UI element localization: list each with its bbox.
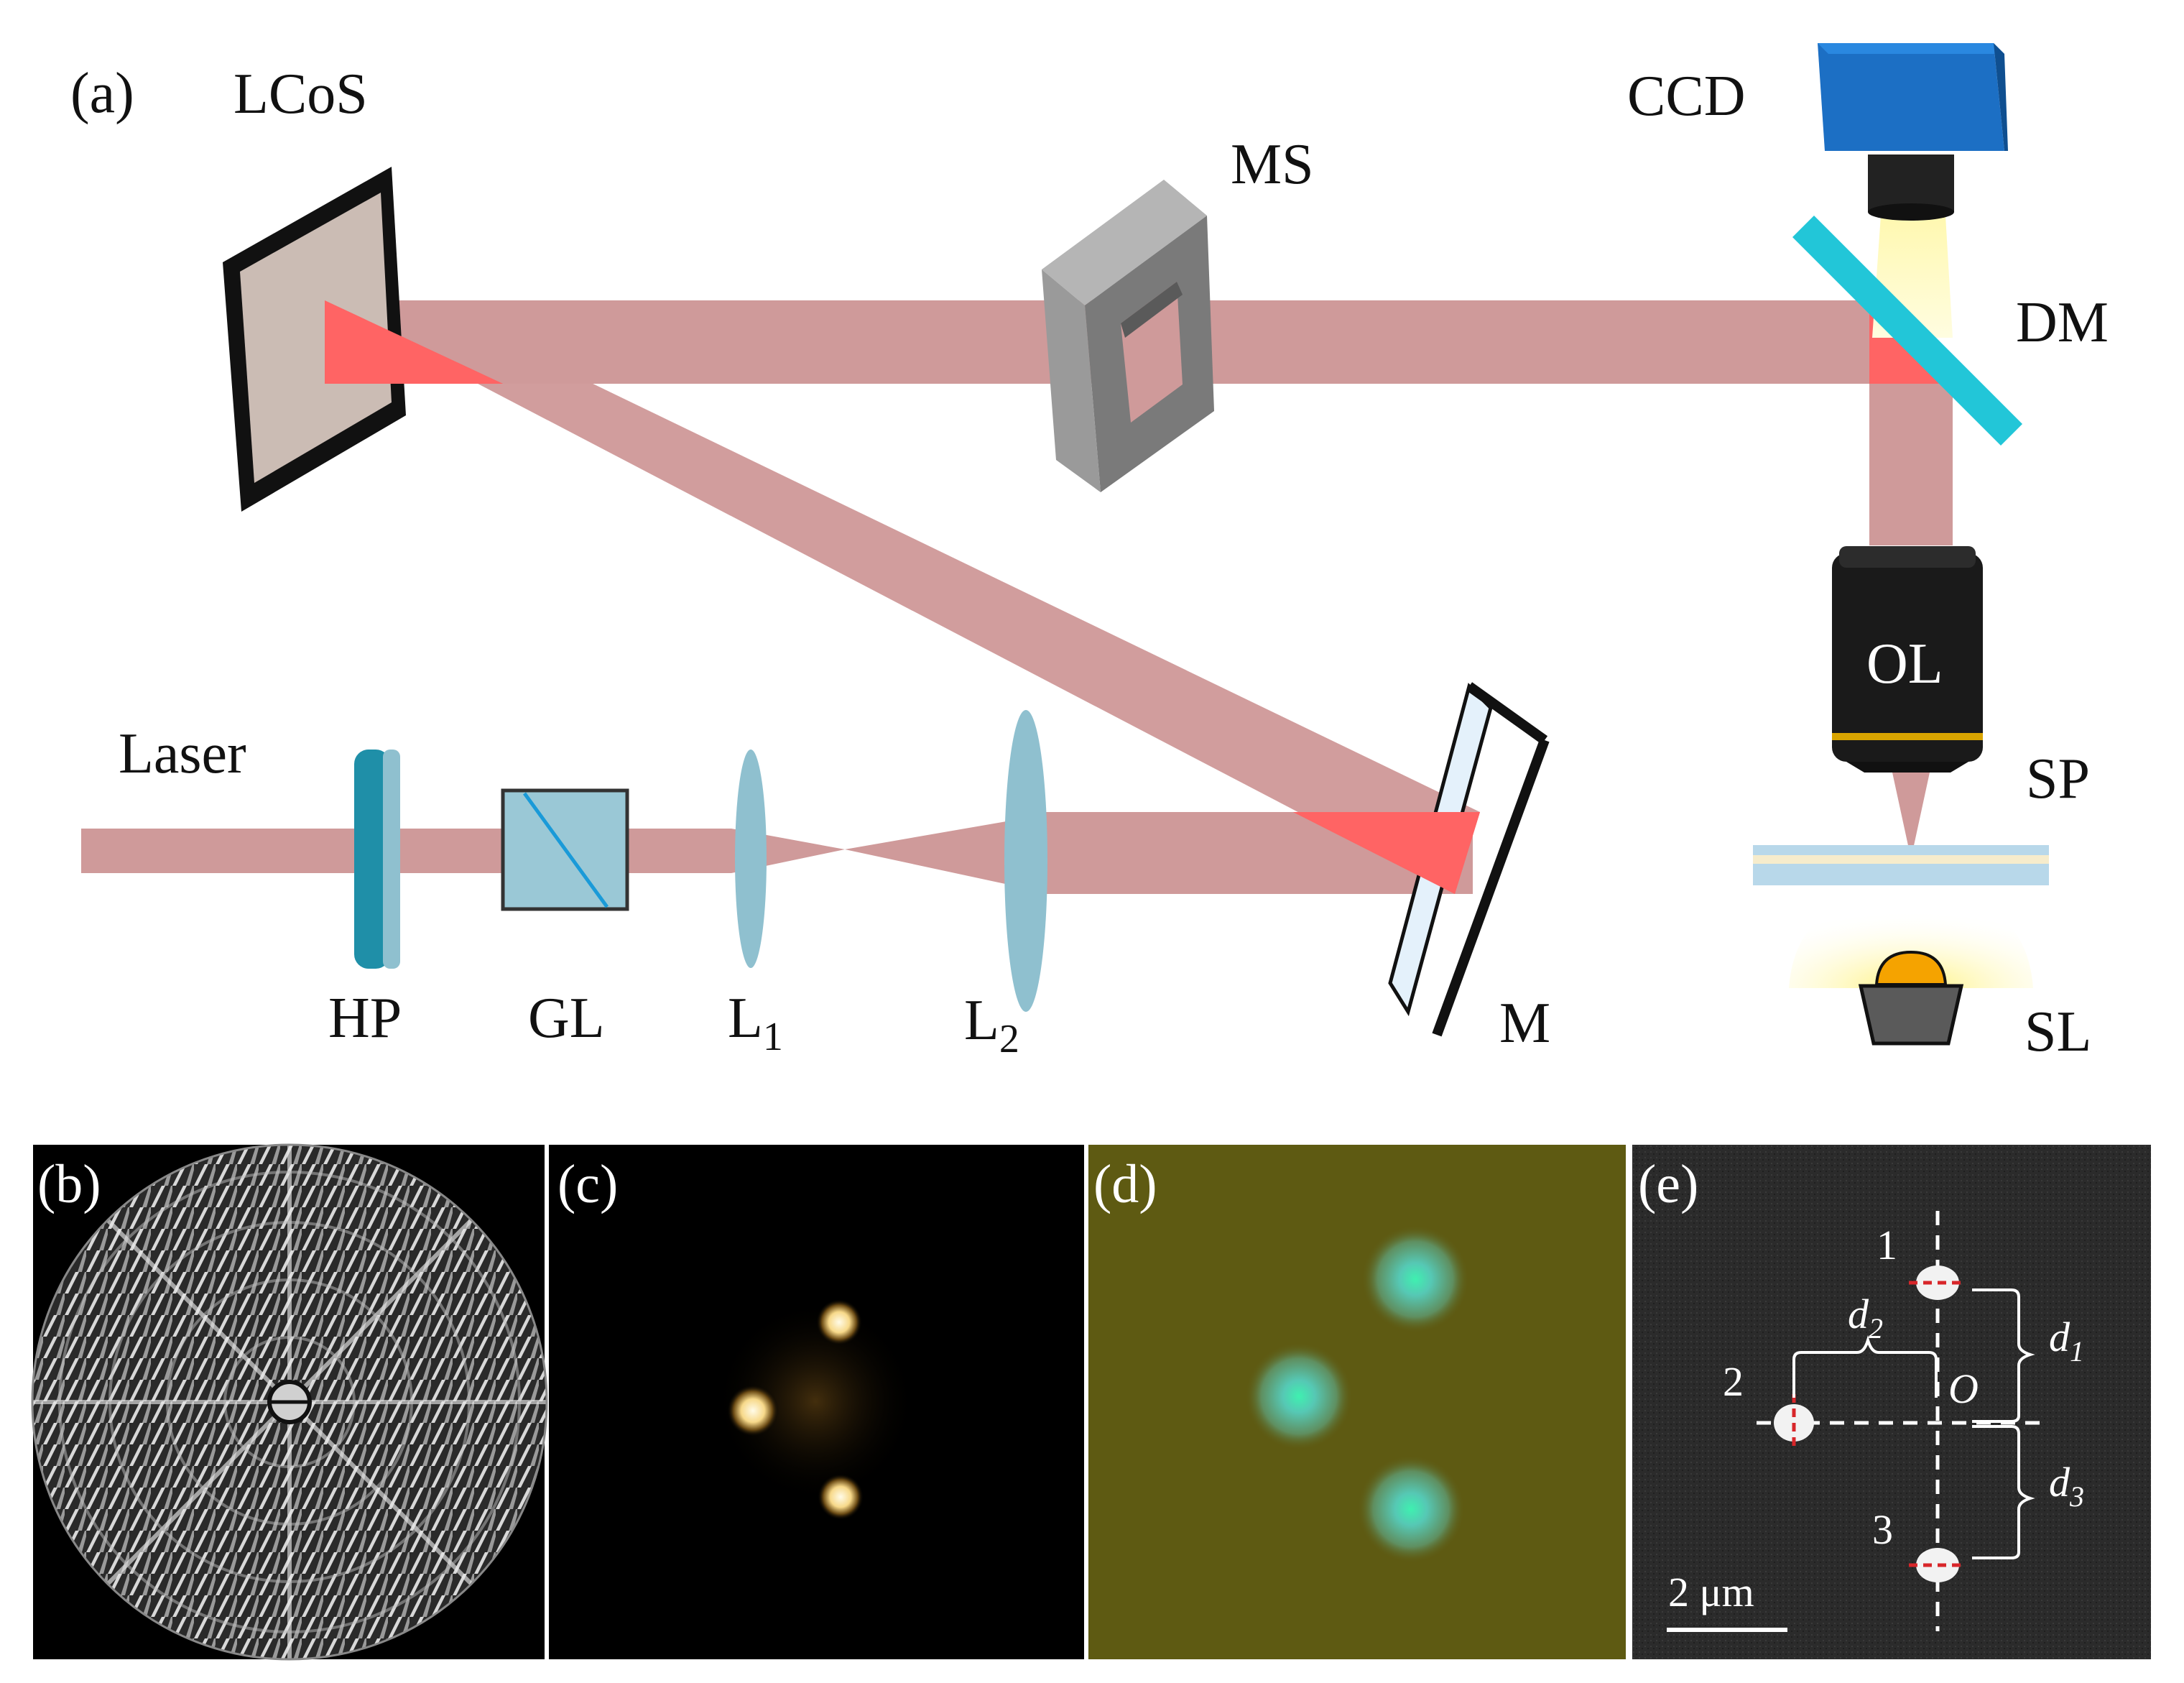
half-wave-plate <box>354 750 400 969</box>
label-dm: DM <box>2016 291 2109 354</box>
ccd-camera <box>1818 43 2008 338</box>
label-sp: SP <box>2026 747 2090 811</box>
lcos-device <box>223 167 406 512</box>
panel-b-tag: (b) <box>37 1154 101 1214</box>
label-d2: d2 <box>1848 1291 1883 1345</box>
beam-input <box>81 829 731 873</box>
label-lcos: LCoS <box>233 63 368 126</box>
panel-b-hologram: (b) <box>31 1143 548 1661</box>
source-light <box>1789 891 2033 1046</box>
ms-device <box>1042 180 1214 492</box>
label-l2: L2 <box>964 989 1019 1061</box>
panel-d-tag: (d) <box>1093 1154 1157 1214</box>
label-l1-sub: 1 <box>763 1015 783 1059</box>
label-ms: MS <box>1231 133 1314 196</box>
spot-c-2 <box>727 1385 779 1437</box>
brace-d1 <box>1972 1288 2035 1423</box>
label-spot-1: 1 <box>1877 1222 1897 1268</box>
label-ccd: CCD <box>1627 65 1746 128</box>
particle-1 <box>1909 1265 1966 1300</box>
beam-focus-sample <box>1892 773 1930 859</box>
glan-prism <box>501 788 629 911</box>
beam-dm-to-ol <box>1869 384 1953 545</box>
label-hp: HP <box>328 987 402 1050</box>
label-d3-sub: 3 <box>2069 1480 2084 1513</box>
spot-d-3 <box>1357 1455 1465 1563</box>
label-sl: SL <box>2025 1000 2091 1064</box>
brace-d2 <box>1792 1334 1938 1398</box>
sample-plate <box>1753 845 2049 885</box>
beam-expand-l2 <box>845 819 1019 887</box>
label-laser: Laser <box>119 722 246 785</box>
beam-hot-lcos-overlay <box>325 300 503 384</box>
label-spot-2: 2 <box>1723 1358 1744 1405</box>
panel-c-tag: (c) <box>557 1154 618 1214</box>
label-d3-main: d <box>2049 1459 2070 1506</box>
panel-a-setup: (a) LCoS <box>70 43 2109 1064</box>
panel-d-microscope: (d) <box>1088 1145 1626 1659</box>
label-d2-main: d <box>1848 1291 1869 1337</box>
lens-l1 <box>735 750 767 968</box>
label-ol: OL <box>1866 632 1943 696</box>
panel-e-tag: (e) <box>1638 1154 1698 1214</box>
brace-d3 <box>1972 1425 2035 1559</box>
spot-d-2 <box>1245 1342 1353 1450</box>
label-gl: GL <box>528 987 605 1050</box>
label-scalebar: 2 μm <box>1668 1569 1754 1615</box>
beam-mirror-to-lcos <box>318 300 1480 894</box>
particle-3 <box>1909 1548 1966 1582</box>
label-origin: O <box>1948 1365 1979 1412</box>
label-l2-main: L <box>964 989 999 1052</box>
panel-a-tag: (a) <box>70 62 134 125</box>
spot-d-1 <box>1361 1225 1469 1333</box>
label-d1: d1 <box>2049 1314 2084 1368</box>
objective-lens <box>1832 546 1983 773</box>
spot-c-3 <box>818 1474 864 1520</box>
label-d2-sub: 2 <box>1869 1312 1883 1345</box>
label-l1: L1 <box>728 987 783 1059</box>
panel-c-intensity: (c) <box>549 1145 1084 1659</box>
panel-e-sem: 1 2 3 O d1 d2 d3 2 μm (e) <box>1632 1145 2151 1659</box>
label-d1-sub: 1 <box>2070 1335 2084 1368</box>
label-d3: d3 <box>2049 1459 2084 1513</box>
label-m: M <box>1499 992 1550 1055</box>
lens-l2 <box>1004 710 1047 1012</box>
particle-2 <box>1774 1394 1814 1452</box>
dichroic-mirror <box>1792 216 2022 446</box>
beam-hot-mirror-overlay <box>1293 812 1480 894</box>
spot-c-1 <box>816 1299 862 1345</box>
label-l1-main: L <box>728 987 763 1050</box>
label-l2-sub: 2 <box>999 1017 1019 1061</box>
label-spot-3: 3 <box>1872 1506 1893 1553</box>
label-d1-main: d <box>2049 1314 2070 1360</box>
